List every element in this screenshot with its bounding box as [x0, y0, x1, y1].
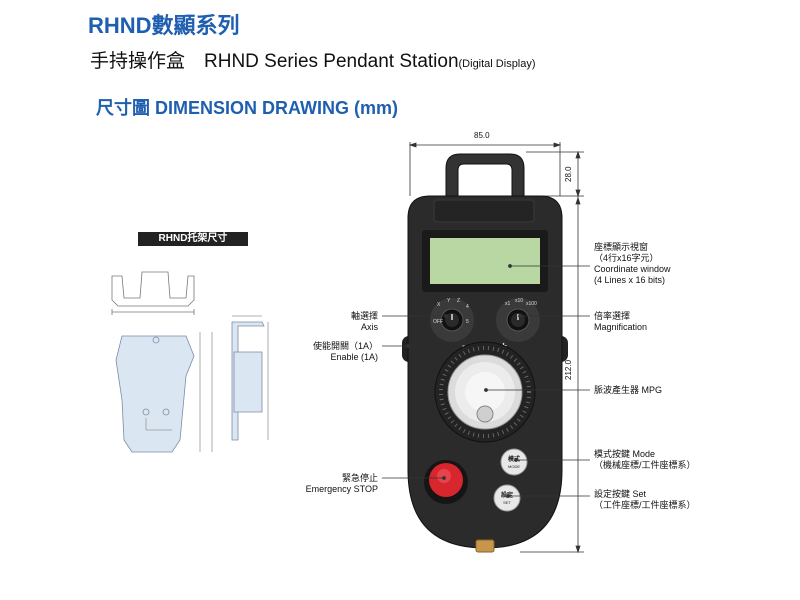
svg-text:x100: x100 [526, 301, 537, 307]
callout-display-line1: 座標顯示視窗 [594, 242, 649, 252]
svg-text:5: 5 [466, 319, 469, 325]
callout-mpg: 脈波產生器 MPG [594, 385, 662, 396]
callout-mode-line2: （機械座標/工件座標系） [594, 460, 696, 470]
callout-mode: 模式按鍵 Mode （機械座標/工件座標系） [594, 449, 696, 471]
callout-enable-zh: 使能開關（1A） [312, 341, 378, 351]
page-subtitle: 手持操作盒 RHND Series Pendant Station(Digita… [90, 46, 536, 73]
svg-text:Z: Z [457, 298, 460, 304]
dimension-body-height-label: 212.0 [564, 359, 573, 380]
dimension-width-line [408, 142, 562, 196]
bracket-side-view [231, 315, 269, 441]
cable-fitting [475, 539, 495, 553]
callout-set-line1: 設定按鍵 Set [594, 489, 647, 499]
callout-axis-en: Axis [360, 322, 378, 332]
mode-key-en: MODE [508, 464, 520, 469]
section-title: 尺寸圖 DIMENSION DRAWING (mm) [96, 98, 399, 118]
callout-magnification-en: Magnification [594, 322, 648, 332]
callout-set-line2: （工件座標/工件座標系） [594, 500, 696, 510]
callout-estop-en: Emergency STOP [305, 484, 378, 494]
dimension-handle-height-text: 28.0 [564, 166, 573, 182]
series-title: RHND數顯系列 [88, 13, 240, 38]
callout-display: 座標顯示視窗 （4行x16字元） Coordinate window (4 Li… [594, 242, 671, 286]
callout-display-line2: （4行x16字元） [594, 253, 659, 263]
bracket-header: RHND托架尺寸 [138, 232, 248, 246]
pendant-handle [445, 153, 525, 201]
callout-mpg-text: 脈波產生器 MPG [594, 385, 663, 395]
mode-key-zh: 模式 [508, 455, 520, 463]
dimension-width-label: 85.0 [474, 131, 490, 140]
set-key-en: SET [503, 500, 511, 505]
callout-magnification: 倍率選擇 Magnification [594, 311, 647, 333]
set-key: 設定 SET [493, 484, 521, 512]
callout-set: 設定按鍵 Set （工件座標/工件座標系） [594, 489, 696, 511]
callout-leader-lines [382, 264, 590, 498]
emergency-stop-button [424, 460, 468, 504]
callout-enable-en: Enable (1A) [330, 352, 378, 362]
svg-text:X: X [437, 302, 441, 308]
svg-text:4: 4 [466, 304, 469, 310]
svg-text:OFF: OFF [433, 319, 443, 325]
mpg-crank-knob [476, 405, 494, 423]
callout-axis-zh: 軸選擇 [350, 311, 378, 321]
mode-key: 模式 MODE [500, 448, 528, 476]
svg-text:Y: Y [447, 298, 451, 304]
subtitle-main: 手持操作盒 RHND Series Pendant Station [90, 51, 459, 72]
callout-magnification-zh: 倍率選擇 [594, 311, 631, 321]
bracket-top-view [111, 271, 195, 315]
callout-display-line3: Coordinate window [594, 264, 671, 274]
subtitle-suffix: (Digital Display) [458, 58, 536, 70]
callout-estop: 緊急停止 Emergency STOP [306, 473, 378, 495]
mpg-handwheel [434, 341, 536, 443]
svg-text:x10: x10 [515, 298, 523, 304]
callout-mode-line1: 模式按鍵 Mode [594, 449, 656, 459]
bracket-front-view [115, 332, 213, 453]
callout-estop-zh: 緊急停止 [341, 473, 378, 483]
lcd-screen [430, 238, 540, 284]
callout-axis: 軸選擇 Axis [351, 311, 378, 333]
callout-display-line4: (4 Lines x 16 bits) [594, 275, 666, 285]
callout-enable: 使能開關（1A） Enable (1A) [313, 341, 378, 363]
svg-text:x1: x1 [505, 301, 511, 307]
